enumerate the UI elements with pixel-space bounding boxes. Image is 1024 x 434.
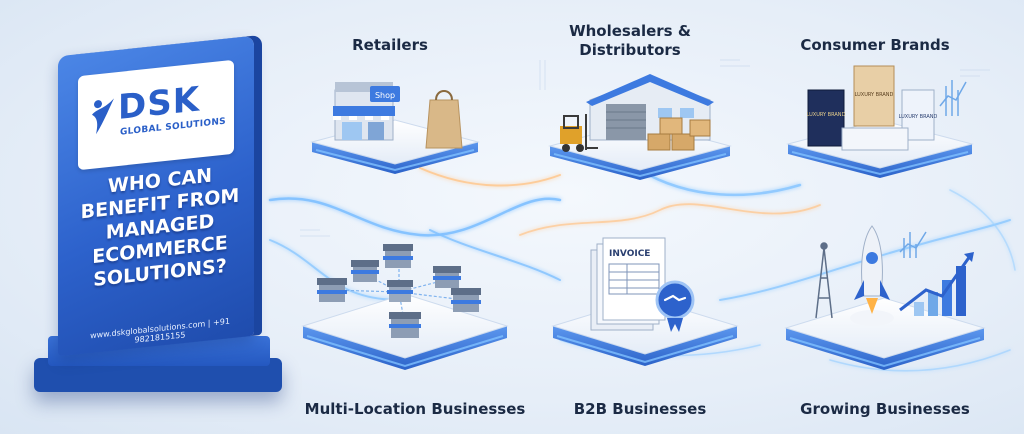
store-node-icon bbox=[387, 280, 413, 302]
brand-name: DSK bbox=[118, 79, 201, 128]
segment-label-multi-location: Multi-Location Businesses bbox=[304, 400, 526, 418]
handshake-badge-icon bbox=[655, 280, 695, 332]
shop-sign-text: Shop bbox=[375, 91, 395, 100]
luxury-box-text: LUXURY BRAND bbox=[807, 112, 846, 118]
platform-growing bbox=[784, 225, 986, 370]
segment-label-consumer-brands: Consumer Brands bbox=[800, 36, 950, 54]
platform-multi-location bbox=[301, 244, 509, 370]
shopping-bag-icon bbox=[425, 90, 463, 149]
luxury-boxes-icon: LUXURY BRAND LUXURY BRAND LUXURY BRAND bbox=[807, 65, 938, 151]
brand-logo-card: DSK GLOBAL SOLUTIONS bbox=[78, 59, 234, 171]
platform-wholesalers bbox=[548, 74, 732, 180]
luxury-box-text: LUXURY BRAND bbox=[855, 92, 894, 98]
signal-tower-icon bbox=[815, 242, 833, 319]
headline: WHO CAN BENEFIT FROM MANAGED ECOMMERCE S… bbox=[76, 161, 244, 294]
platform-b2b: INVOICE bbox=[551, 237, 739, 366]
store-node-icon bbox=[383, 244, 413, 268]
store-node-icon bbox=[389, 312, 421, 338]
growth-chart-icon bbox=[939, 80, 967, 116]
invoice-text: INVOICE bbox=[609, 249, 650, 259]
forklift-icon bbox=[560, 114, 598, 152]
platform-retailers: Shop bbox=[310, 82, 480, 174]
store-node-icon bbox=[317, 278, 347, 302]
segment-label-retailers: Retailers bbox=[352, 36, 428, 54]
mini-chart-icon bbox=[899, 231, 927, 258]
segment-label-b2b: B2B Businesses bbox=[573, 400, 707, 418]
brand-figure-icon bbox=[92, 98, 114, 135]
shop-icon: Shop bbox=[333, 82, 400, 141]
warehouse-icon bbox=[586, 74, 714, 141]
bar-growth-icon bbox=[899, 252, 974, 316]
segment-label-line: Wholesalers & bbox=[569, 22, 691, 40]
store-node-icon bbox=[351, 260, 379, 282]
platform-consumer-brands: LUXURY BRAND LUXURY BRAND LUXURY BRAND bbox=[786, 65, 974, 178]
rocket-growth-icon bbox=[850, 225, 894, 326]
store-network-icon bbox=[317, 244, 481, 338]
luxury-box-text: LUXURY BRAND bbox=[899, 114, 938, 120]
segment-label-line: Distributors bbox=[579, 41, 681, 59]
store-node-icon bbox=[451, 288, 481, 312]
segment-label-growing: Growing Businesses bbox=[800, 400, 970, 418]
invoice-handshake-icon: INVOICE bbox=[590, 237, 695, 332]
cardboard-boxes-icon bbox=[647, 117, 711, 151]
segment-label-wholesalers: Wholesalers & Distributors bbox=[540, 22, 720, 60]
store-node-icon bbox=[433, 266, 461, 288]
